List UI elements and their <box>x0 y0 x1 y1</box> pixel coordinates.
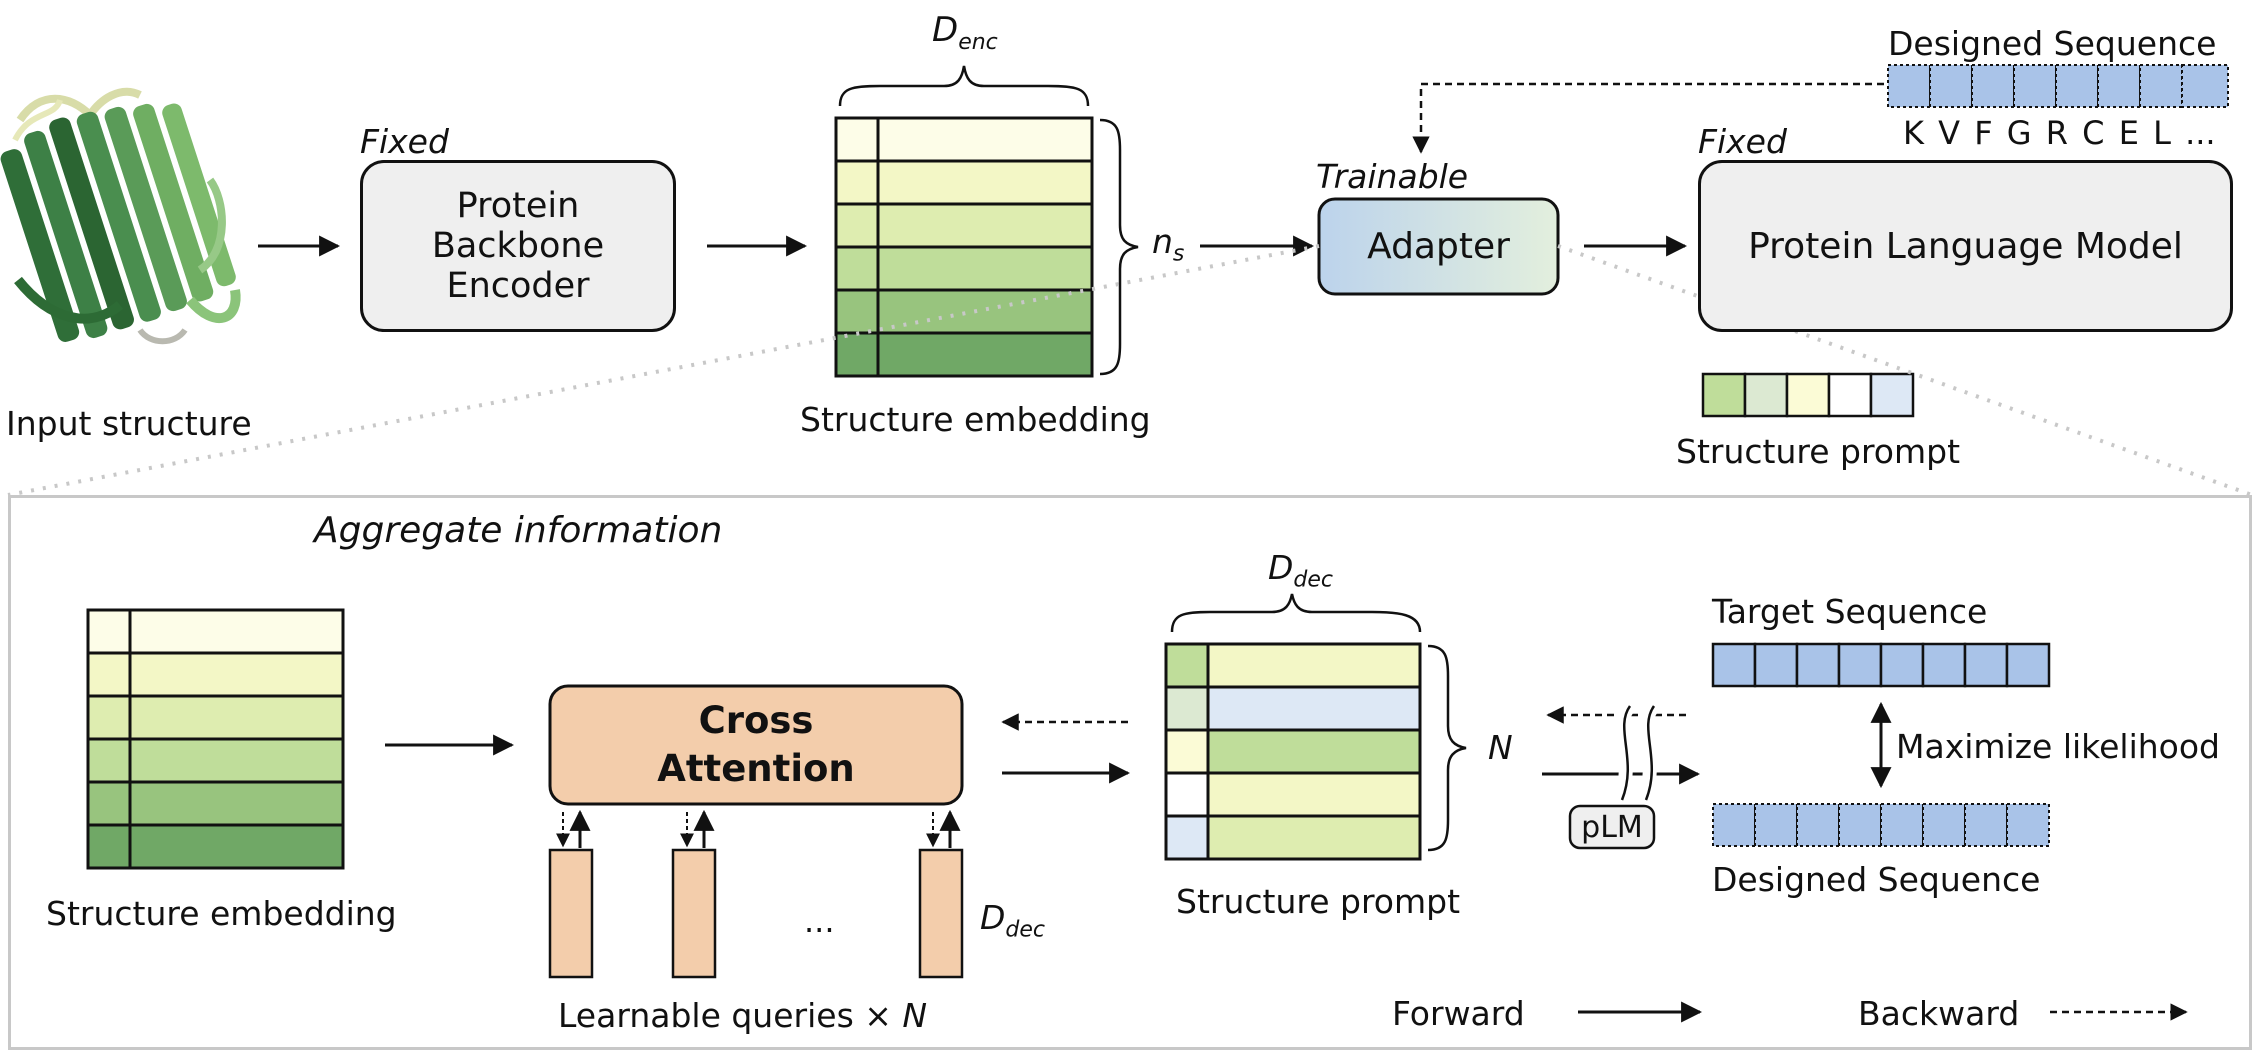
aggregate-information-label: Aggregate information <box>314 510 723 551</box>
brace-d-dec <box>1170 593 1422 633</box>
designed-sequence-label-bottom: Designed Sequence <box>1712 860 2041 899</box>
fixed-label-encoder: Fixed <box>360 122 449 161</box>
n-s-main: n <box>1152 222 1173 261</box>
structure-prompt-label-top: Structure prompt <box>1676 432 1961 471</box>
d-dec-top-sub: dec <box>1293 567 1334 593</box>
d-dec-top-main: D <box>1268 548 1294 587</box>
cross-attention-line-2: Attention <box>657 747 855 790</box>
encoder-line-3: Encoder <box>446 266 590 307</box>
structure-embedding-matrix-bottom <box>86 608 345 870</box>
target-sequence-cells <box>1711 642 2051 688</box>
structure-embedding-label-bottom: Structure embedding <box>46 894 397 933</box>
d-dec-label-queries: Ddec <box>980 898 1045 943</box>
learnable-queries-n: N <box>902 996 928 1035</box>
learnable-query-bars <box>548 848 964 979</box>
fixed-label-plm: Fixed <box>1698 122 1787 161</box>
brace-n <box>1427 644 1467 852</box>
protein-structure-icon <box>0 87 241 345</box>
d-enc-label: Denc <box>932 10 998 55</box>
designed-sequence-cells-top <box>1887 64 2229 108</box>
designed-sequence-cells-bottom <box>1712 803 2050 847</box>
d-dec-sub: dec <box>1005 917 1046 943</box>
target-sequence-label: Target Sequence <box>1712 592 1988 631</box>
legend-forward-label: Forward <box>1392 994 1525 1033</box>
structure-prompt-label-bottom: Structure prompt <box>1176 882 1461 921</box>
designed-sequence-letters: K V F G R C E L ... <box>1903 114 2216 152</box>
n-s-sub: s <box>1172 241 1185 267</box>
adapter-label: Adapter <box>1367 226 1510 267</box>
encoder-line-1: Protein <box>456 185 580 226</box>
d-enc-sub: enc <box>958 29 998 55</box>
cross-attention-box-shape <box>548 684 964 806</box>
brace-d-enc <box>838 65 1090 107</box>
brace-n-s <box>1099 118 1139 376</box>
structure-prompt-cells-top <box>1701 372 1915 418</box>
protein-backbone-encoder-box: Protein Backbone Encoder <box>360 160 676 332</box>
d-enc-main: D <box>932 10 959 50</box>
arrow-backward-to-adapter <box>1412 82 1884 154</box>
structure-prompt-matrix-bottom <box>1164 642 1422 861</box>
legend-backward-label: Backward <box>1858 994 2020 1033</box>
n-s-label: ns <box>1152 222 1184 267</box>
structure-embedding-matrix-top <box>834 116 1094 378</box>
maximize-likelihood-label: Maximize likelihood <box>1896 727 2220 766</box>
cross-attention-line-1: Cross <box>698 698 814 742</box>
learnable-queries-label: Learnable queries × N <box>558 996 927 1035</box>
plm-label: Protein Language Model <box>1748 225 2183 267</box>
query-attention-arrows <box>556 809 961 848</box>
plm-small-box-shape <box>1568 804 1656 850</box>
adapter-detail-panel <box>8 495 2252 1050</box>
break-marks <box>1613 703 1659 803</box>
trainable-label: Trainable <box>1316 157 1469 196</box>
n-label: N <box>1488 728 1513 767</box>
d-dec-label-prompt: Ddec <box>1268 548 1333 593</box>
encoder-line-2: Backbone <box>431 225 605 266</box>
protein-language-model-box: Protein Language Model <box>1698 160 2233 332</box>
learnable-queries-text: Learnable queries × <box>558 996 903 1035</box>
input-structure-label: Input structure <box>6 404 252 443</box>
structure-embedding-label-top: Structure embedding <box>800 400 1151 439</box>
designed-sequence-label-top: Designed Sequence <box>1888 24 2217 63</box>
zoom-line-right <box>1557 244 2253 497</box>
d-dec-main: D <box>980 898 1006 937</box>
queries-ellipsis: ... <box>804 902 835 940</box>
plm-small-label: pLM <box>1581 809 1643 845</box>
cross-attention-box: Cross Attention <box>550 686 962 804</box>
